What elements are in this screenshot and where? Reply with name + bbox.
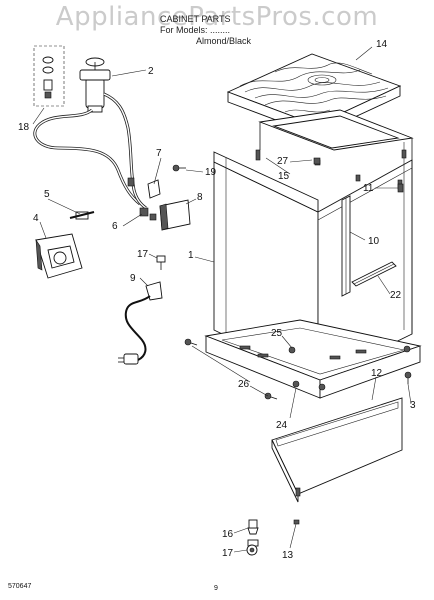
caster-17 [246, 539, 259, 556]
callout-8: 8 [197, 192, 203, 203]
screw-27 [313, 157, 321, 165]
screw-25 [288, 346, 296, 354]
screw-3 [404, 371, 412, 384]
inlet-valve-assembly [79, 57, 111, 113]
callout-3: 3 [410, 400, 416, 411]
callout-7: 7 [156, 148, 162, 159]
anchor-bolt-5 [69, 211, 95, 220]
screw-26-right [264, 392, 278, 400]
callout-13: 13 [282, 550, 294, 561]
color-line: Almond/Black [196, 36, 252, 46]
callout-labels: 14 2 18 7 19 27 15 11 8 5 4 6 10 17 1 9 … [18, 39, 416, 561]
doc-number: 570647 [8, 583, 31, 590]
water-hose [33, 92, 157, 221]
callout-4: 4 [33, 213, 39, 224]
callout-26: 26 [238, 379, 250, 390]
callout-16: 16 [222, 529, 234, 540]
callout-2: 2 [148, 66, 154, 77]
callout-18: 18 [18, 122, 30, 133]
cabinet-base [204, 319, 422, 399]
leveling-leg-16 [247, 519, 259, 535]
callout-14: 14 [376, 39, 388, 50]
strainer-parts-18 [33, 45, 65, 107]
callout-10: 10 [368, 236, 380, 247]
screw-26-left [184, 338, 198, 346]
screw-11 [397, 183, 404, 193]
hose-clip-7 [147, 179, 161, 199]
callout-15: 15 [278, 171, 290, 182]
power-cord-9 [118, 281, 163, 365]
mounting-bracket-4 [35, 233, 83, 279]
callout-9: 9 [130, 273, 136, 284]
callout-21: 19 [205, 167, 217, 178]
models-line: For Models: ........ [160, 25, 231, 35]
callout-17: 17 [222, 548, 234, 559]
callout-24: 24 [276, 420, 288, 431]
callout-12: 12 [371, 368, 383, 379]
diagram-title: CABINET PARTS [160, 14, 231, 24]
callout-5: 5 [44, 189, 50, 200]
front-kick-panel [271, 397, 403, 525]
screw-19 [156, 255, 166, 270]
hose-bracket-8 [159, 199, 191, 231]
callout-25: 25 [271, 328, 283, 339]
callout-27: 27 [277, 156, 289, 167]
callout-6: 6 [112, 221, 118, 232]
callout-1: 1 [188, 250, 194, 261]
page-number: 9 [214, 585, 218, 592]
callout-22: 22 [390, 290, 402, 301]
screw-21 [172, 164, 186, 172]
leader-lines [32, 46, 412, 553]
callout-19: 17 [137, 249, 149, 260]
callout-11: 11 [363, 183, 374, 194]
